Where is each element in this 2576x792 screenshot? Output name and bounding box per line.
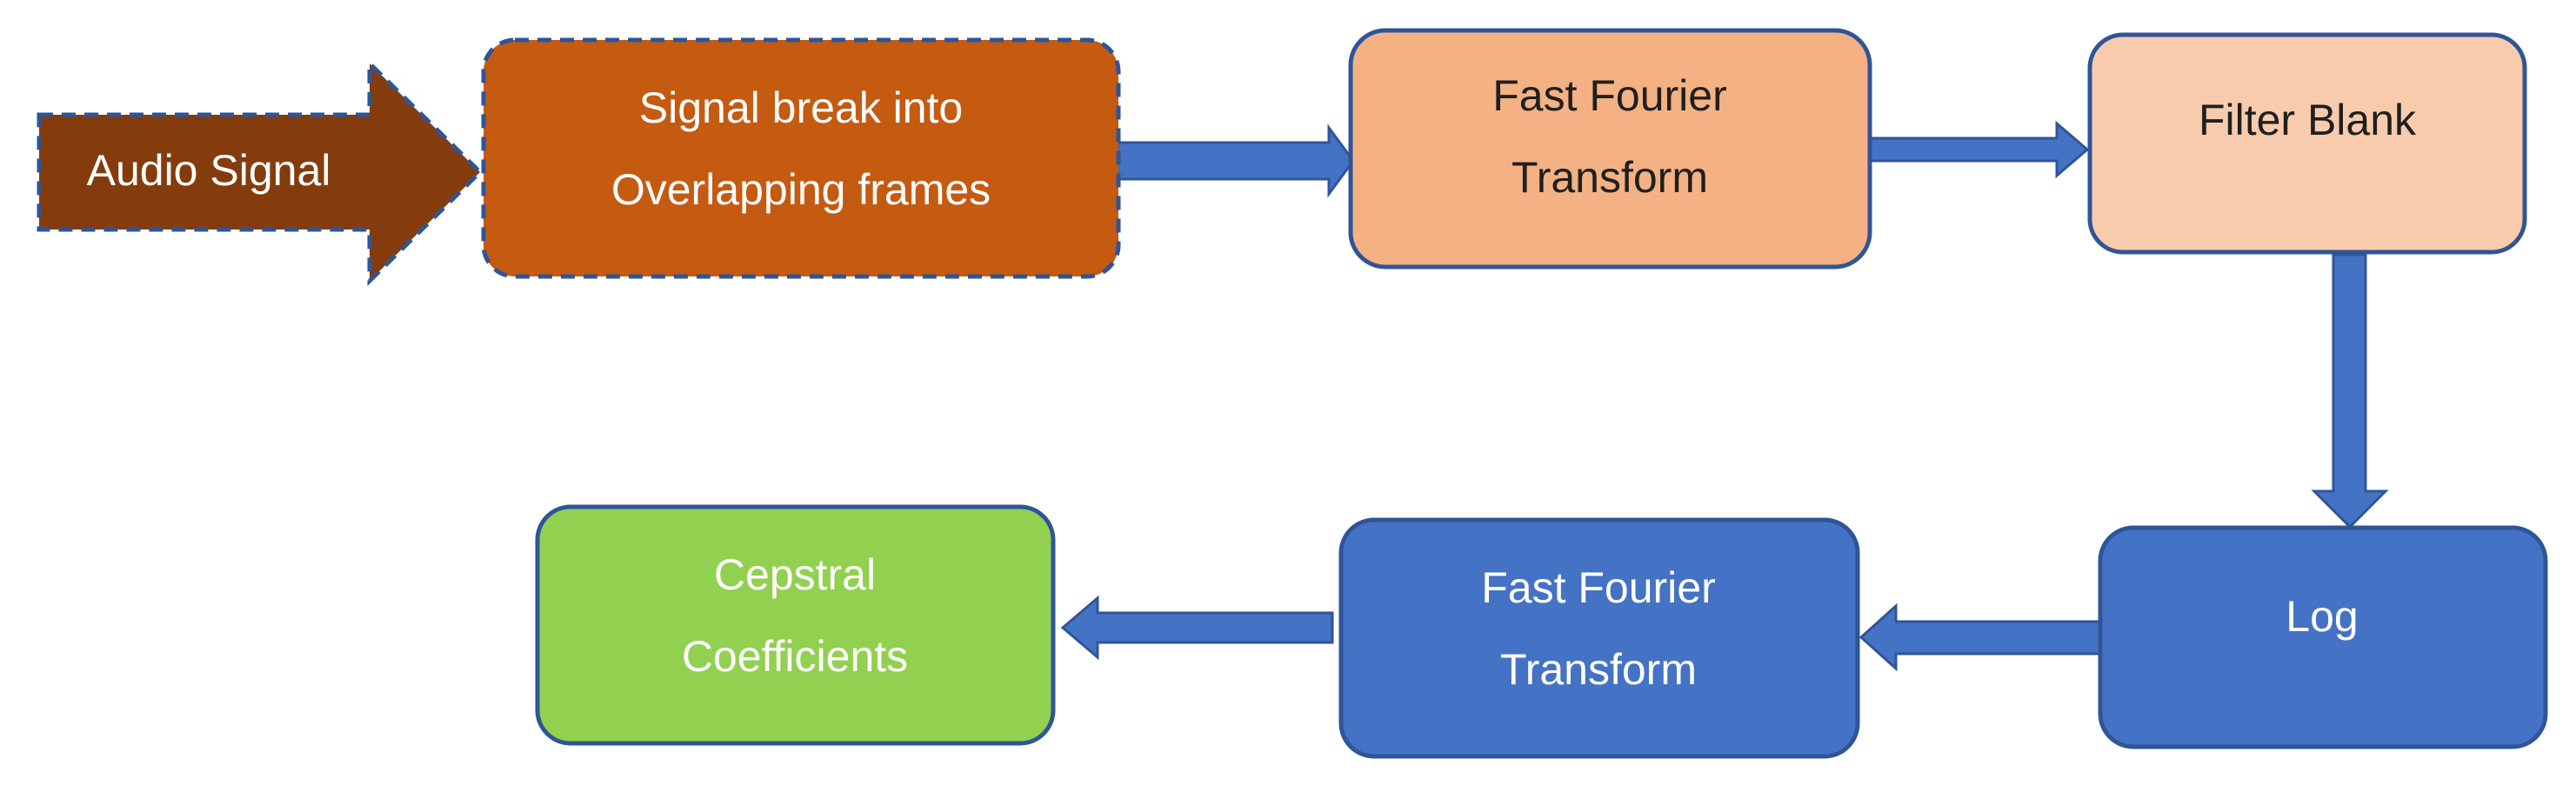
- node-log: Log: [2098, 525, 2548, 749]
- node-fft-1-line-2: Transform: [1512, 153, 1708, 202]
- node-output-line-1: Cepstral: [714, 550, 876, 599]
- node-log-box: [2098, 525, 2548, 749]
- arrow-framing-to-fft: [1116, 123, 1355, 198]
- node-output-line-2: Coefficients: [682, 632, 908, 681]
- node-log-line-1: Log: [2286, 592, 2358, 641]
- node-fft-1-box: [1348, 28, 1872, 270]
- node-fft-2-line-2: Transform: [1500, 645, 1697, 694]
- node-fft-1-line-1: Fast Fourier: [1492, 71, 1727, 120]
- node-output: Cepstral Coefficients: [535, 504, 1056, 746]
- connector-framing-to-fft: [1116, 123, 1355, 198]
- node-fft-2: Fast Fourier Transform: [1338, 517, 1860, 759]
- connector-fft-to-filter: [1865, 120, 2090, 179]
- node-framing-line-1: Signal break into: [639, 83, 963, 132]
- node-fft-2-box: [1338, 517, 1860, 759]
- node-framing-box: [481, 37, 1121, 279]
- node-fft-2-line-1: Fast Fourier: [1481, 563, 1716, 612]
- node-output-box: [535, 504, 1056, 746]
- connector-fft-to-output: [1060, 595, 1334, 661]
- node-fft-1: Fast Fourier Transform: [1348, 28, 1872, 270]
- audio-signal-arrow: Audio Signal: [37, 58, 484, 286]
- audio-signal-arrow-shape: [37, 58, 484, 286]
- connector-filter-to-log: [2311, 253, 2389, 529]
- arrow-log-to-fft: [1859, 602, 2102, 672]
- node-framing-line-2: Overlapping frames: [611, 165, 991, 214]
- node-filter: Filter Blank: [2087, 32, 2527, 255]
- arrow-fft-to-filter: [1865, 120, 2090, 179]
- node-filter-line-1: Filter Blank: [2199, 96, 2417, 144]
- node-framing: Signal break into Overlapping frames: [481, 37, 1121, 279]
- node-filter-box: [2087, 32, 2527, 255]
- arrow-filter-to-log: [2311, 253, 2389, 529]
- connector-log-to-fft: [1859, 602, 2102, 672]
- audio-signal-label: Audio Signal: [87, 146, 331, 195]
- arrow-fft-to-output: [1060, 595, 1334, 661]
